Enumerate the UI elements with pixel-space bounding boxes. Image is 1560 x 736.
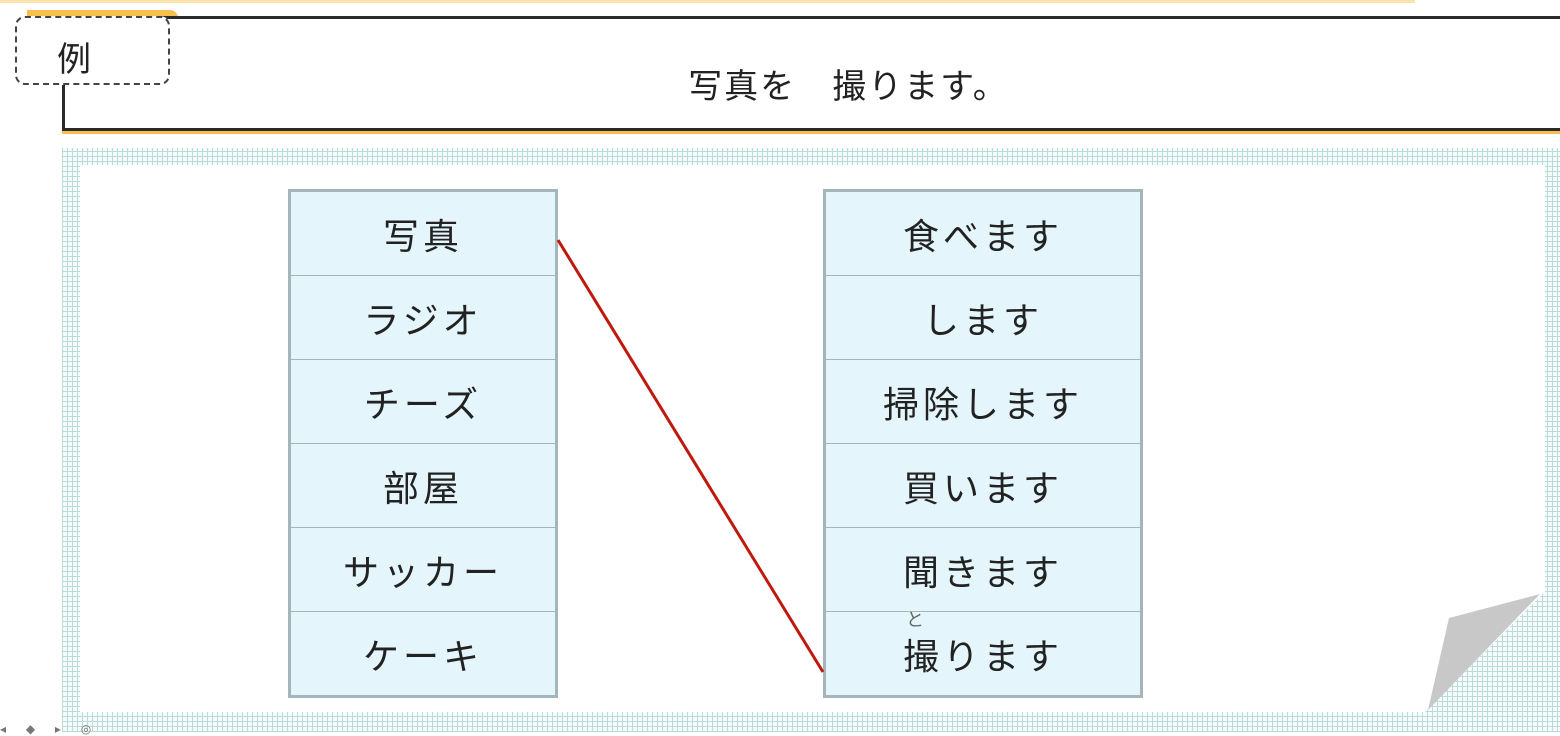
noun-item[interactable]: サッカー bbox=[291, 528, 555, 612]
verb-item[interactable]: します bbox=[826, 276, 1140, 360]
slide-nav-controls[interactable]: ◂ ◆ ▸ ◎ bbox=[0, 722, 100, 736]
noun-item[interactable]: ラジオ bbox=[291, 276, 555, 360]
verb-item[interactable]: 買います bbox=[826, 444, 1140, 528]
verb-item[interactable]: 掃除します bbox=[826, 360, 1140, 444]
verb-column: 食べます します 掃除します 買います 聞きます と撮ります bbox=[823, 189, 1143, 698]
verb-item[interactable]: と撮ります bbox=[826, 610, 1140, 695]
connection-line bbox=[556, 239, 825, 673]
prompt-box: 写真を 撮ります。 bbox=[62, 16, 1560, 131]
noun-item[interactable]: ケーキ bbox=[362, 636, 483, 678]
noun-item[interactable]: チーズ bbox=[291, 360, 555, 444]
noun-item[interactable]: 部屋 bbox=[291, 444, 555, 528]
prompt-text: 写真を 撮ります。 bbox=[688, 67, 1009, 107]
furigana: と bbox=[906, 610, 924, 631]
verb-text: 撮ります bbox=[902, 636, 1063, 678]
example-label: 例 bbox=[15, 16, 170, 85]
verb-item[interactable]: 聞きます bbox=[826, 528, 1140, 612]
noun-column: 写真 ラジオ チーズ 部屋 サッカー ケーキ bbox=[288, 189, 558, 698]
verb-item[interactable]: 食べます bbox=[826, 192, 1140, 276]
top-divider bbox=[0, 0, 1415, 3]
noun-item[interactable]: 写真 bbox=[291, 192, 555, 276]
